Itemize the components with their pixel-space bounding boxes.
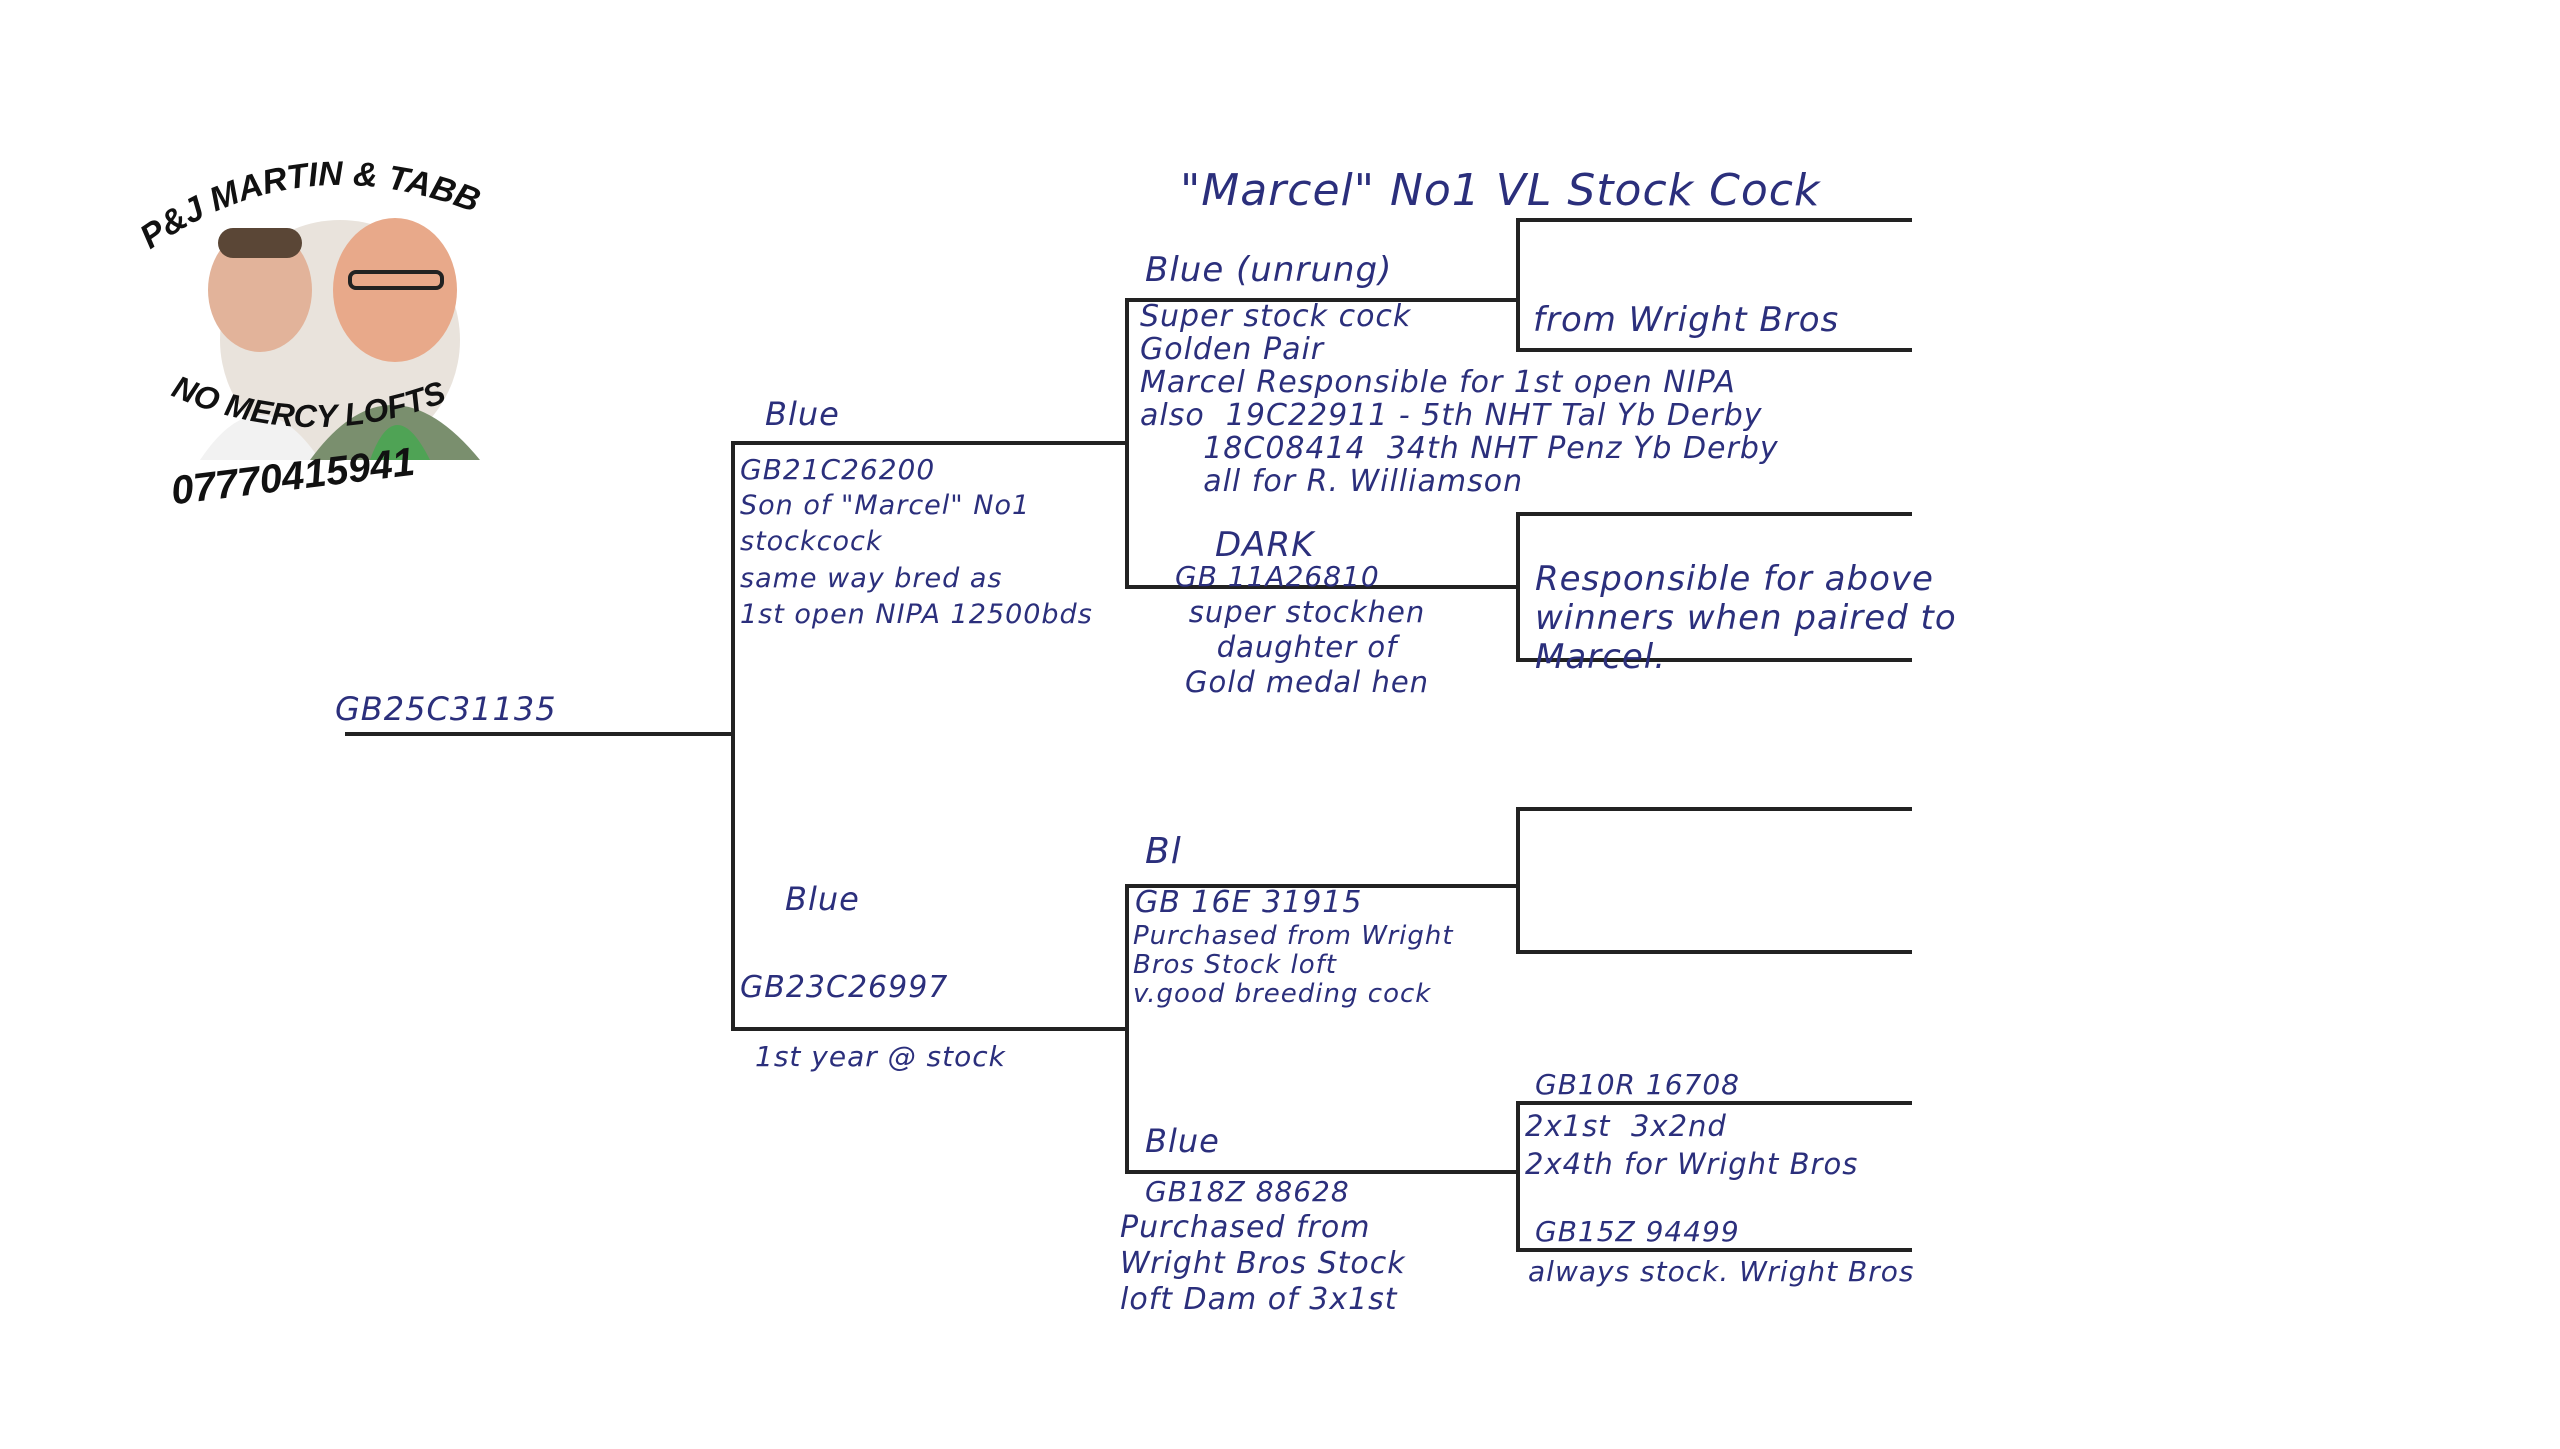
dam-ring: GB23C26997 bbox=[740, 970, 949, 1005]
dam-dam-sire-notes: 2x1st 3x2nd 2x4th for Wright Bros bbox=[1525, 1109, 1859, 1181]
sd-dam-line bbox=[1516, 658, 1912, 662]
subject-line bbox=[345, 732, 735, 736]
ss-sire-line bbox=[1516, 218, 1912, 222]
dam-dam-colour: Blue bbox=[1145, 1122, 1220, 1160]
dam-sire-colour: Bl bbox=[1145, 831, 1182, 872]
dam-dam-line bbox=[1125, 1170, 1520, 1174]
dam-colour: Blue bbox=[785, 880, 860, 918]
dam-dam-dam-ring: GB15Z 94499 bbox=[1535, 1215, 1740, 1248]
sire-ring: GB21C26200 bbox=[740, 453, 936, 486]
parents-connector bbox=[731, 441, 735, 1031]
sire-dam-note: Responsible for above winners when paire… bbox=[1535, 559, 1957, 678]
dd-connector bbox=[1516, 1101, 1520, 1252]
subject-ring: GB25C31135 bbox=[335, 690, 557, 728]
sire-dam-colour: DARK bbox=[1215, 525, 1315, 565]
sire-sire-note: from Wright Bros bbox=[1533, 300, 1840, 340]
sire-sire-notes: Super stock cock Golden Pair Marcel Resp… bbox=[1140, 299, 1779, 499]
dam-sire-notes: Purchased from Wright Bros Stock loft v.… bbox=[1133, 921, 1454, 1010]
sd-connector bbox=[1516, 512, 1520, 662]
dam-connector bbox=[1125, 884, 1129, 1174]
ss-dam-line bbox=[1516, 348, 1912, 352]
dam-notes: 1st year @ stock bbox=[755, 1040, 1006, 1073]
ds-sire-line bbox=[1516, 807, 1912, 811]
dam-sire-line bbox=[1125, 884, 1520, 888]
dd-dam-line bbox=[1516, 1248, 1912, 1252]
sire-line bbox=[731, 441, 1129, 445]
dam-sire-ring: GB 16E 31915 bbox=[1135, 885, 1363, 920]
sire-sire-title: "Marcel" No1 VL Stock Cock bbox=[1180, 165, 1821, 216]
sd-sire-line bbox=[1516, 512, 1912, 516]
dam-dam-notes: Purchased from Wright Bros Stock loft Da… bbox=[1120, 1210, 1406, 1317]
sire-dam-line bbox=[1125, 585, 1520, 589]
sire-dam-notes: super stockhen daughter of Gold medal he… bbox=[1185, 595, 1430, 699]
sire-colour: Blue bbox=[765, 395, 840, 433]
person-face-icon bbox=[208, 228, 312, 352]
dam-dam-dam-notes: always stock. Wright Bros bbox=[1528, 1255, 1915, 1288]
sire-connector bbox=[1125, 298, 1129, 589]
sire-sire-colour: Blue (unrung) bbox=[1145, 250, 1393, 290]
ds-connector bbox=[1516, 807, 1520, 954]
dam-line bbox=[731, 1027, 1129, 1031]
dam-dam-sire-ring: GB10R 16708 bbox=[1535, 1068, 1740, 1101]
sire-notes: Son of "Marcel" No1 stockcock same way b… bbox=[740, 490, 1093, 631]
sire-dam-ring: GB 11A26810 bbox=[1175, 560, 1380, 593]
ds-dam-line bbox=[1516, 950, 1912, 954]
loft-logo: P&J MARTIN & TABB NO MERCY LOFTS 0777041… bbox=[130, 140, 560, 520]
dam-dam-ring: GB18Z 88628 bbox=[1145, 1175, 1350, 1208]
ss-connector bbox=[1516, 218, 1520, 352]
sire-sire-line bbox=[1125, 298, 1520, 302]
dd-sire-line bbox=[1516, 1101, 1912, 1105]
logo-graphic: P&J MARTIN & TABB NO MERCY LOFTS 0777041… bbox=[133, 155, 485, 514]
